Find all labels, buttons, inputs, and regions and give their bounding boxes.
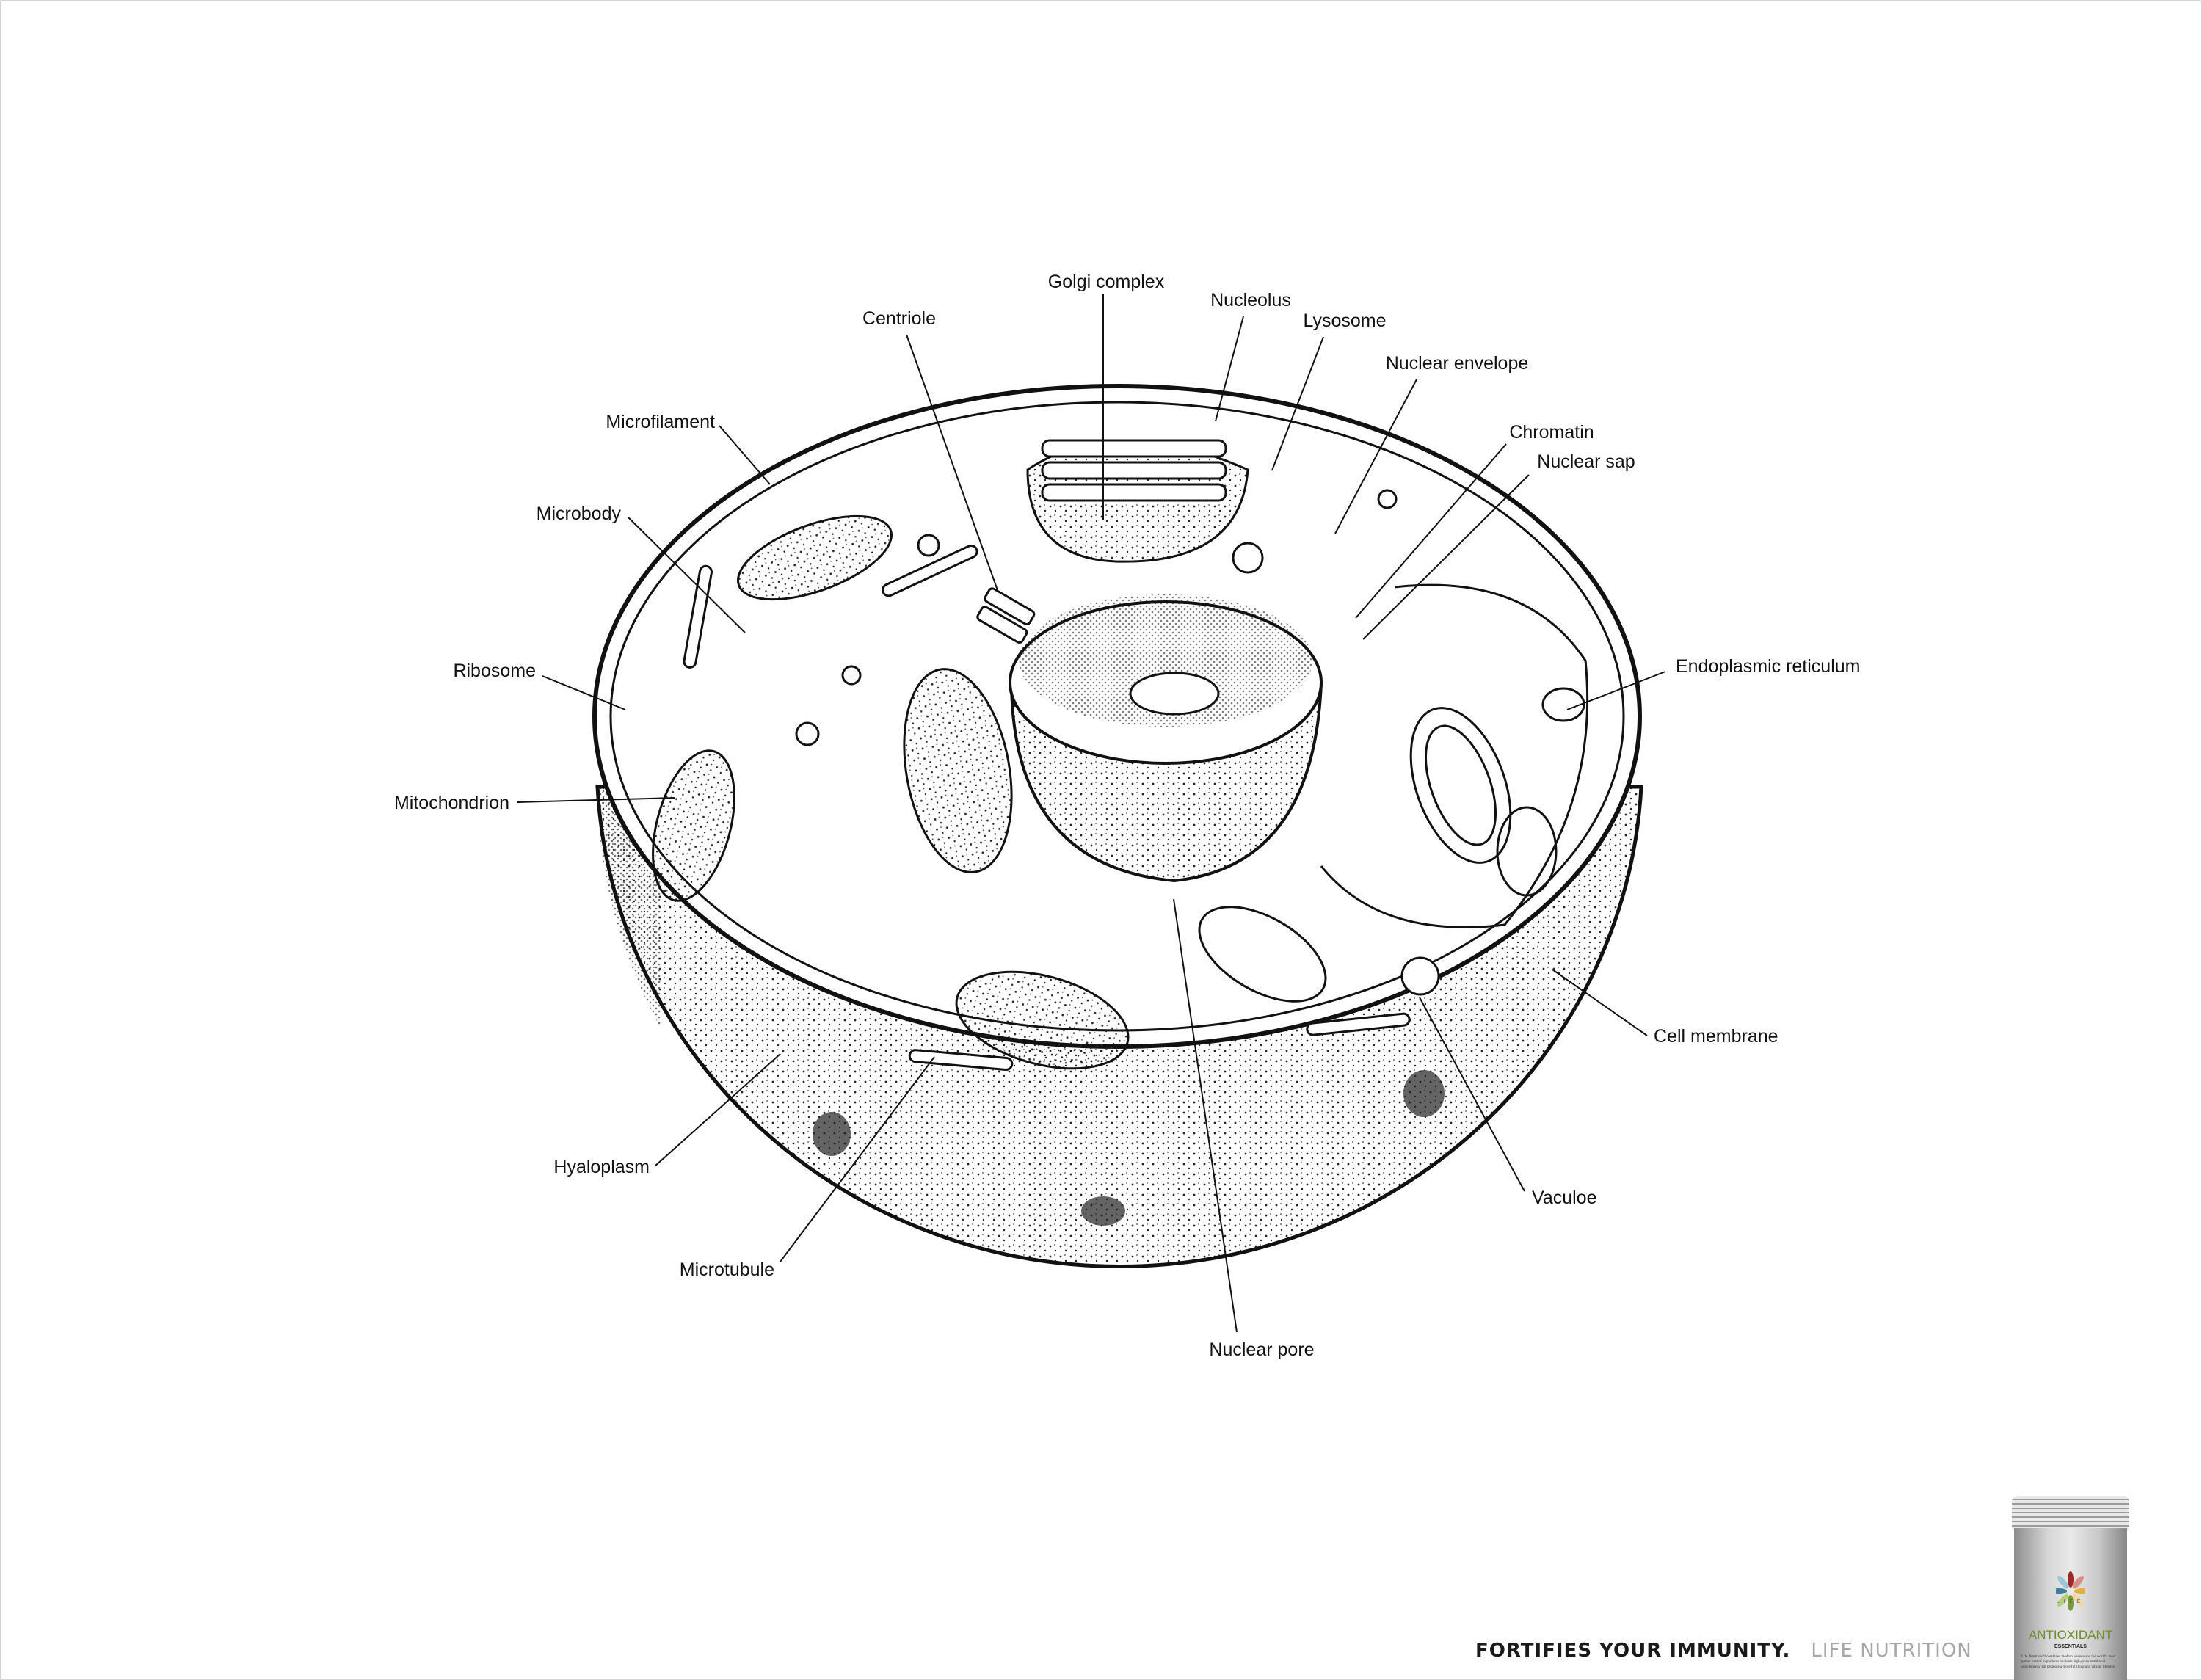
label-microtubule: Microtubule <box>680 1259 774 1280</box>
bottle-cap <box>2012 1496 2129 1530</box>
product-copy: Life Nutrition™ combines modern science … <box>2021 1655 2116 1669</box>
label-golgi-complex: Golgi complex <box>1048 272 1165 292</box>
label-nuclear-envelope: Nuclear envelope <box>1386 353 1529 374</box>
tagline-headline: FORTIFIES YOUR IMMUNITY. <box>1475 1640 1791 1662</box>
golgi-complex <box>1026 439 1249 563</box>
label-chromatin: Chromatin <box>1509 422 1594 443</box>
product-bottle: LIFE ANTIOXIDANT ESSENTIALS Life Nutriti… <box>2012 1496 2129 1680</box>
vacuoles <box>795 489 1440 996</box>
leader-lines <box>517 294 1666 1333</box>
mitochondria <box>652 514 1327 1070</box>
bottle-body: LIFE ANTIOXIDANT ESSENTIALS Life Nutriti… <box>2014 1528 2127 1680</box>
label-microfilament: Microfilament <box>606 412 715 432</box>
label-cell-membrane: Cell membrane <box>1654 1026 1778 1047</box>
centriole <box>976 587 1036 644</box>
label-ribosome: Ribosome <box>453 661 536 681</box>
label-vaculoe: Vaculoe <box>1532 1188 1597 1208</box>
label-endoplasmic-reticulum: Endoplasmic reticulum <box>1676 656 1861 677</box>
label-mitochondrion: Mitochondrion <box>394 793 509 813</box>
life-flower-logo-icon <box>2056 1571 2085 1611</box>
endoplasmic-reticulum <box>1320 583 1589 928</box>
label-nucleolus: Nucleolus <box>1210 290 1291 310</box>
microtubules <box>683 544 1411 1071</box>
label-hyaloplasm: Hyaloplasm <box>553 1157 650 1177</box>
bottle-logo-word: LIFE <box>2056 1599 2085 1604</box>
label-lysosome: Lysosome <box>1303 310 1386 331</box>
nucleus <box>1009 594 1323 883</box>
label-centriole: Centriole <box>862 308 936 329</box>
label-nuclear-sap: Nuclear sap <box>1537 451 1635 472</box>
tagline: FORTIFIES YOUR IMMUNITY. LIFE NUTRITION <box>1475 1640 1972 1662</box>
label-nuclear-pore: Nuclear pore <box>1209 1339 1314 1360</box>
product-name: ANTIOXIDANT <box>2028 1628 2113 1642</box>
label-microbody: Microbody <box>537 503 622 524</box>
product-subname: ESSENTIALS <box>2054 1644 2087 1649</box>
tagline-brand: LIFE NUTRITION <box>1811 1640 1972 1662</box>
